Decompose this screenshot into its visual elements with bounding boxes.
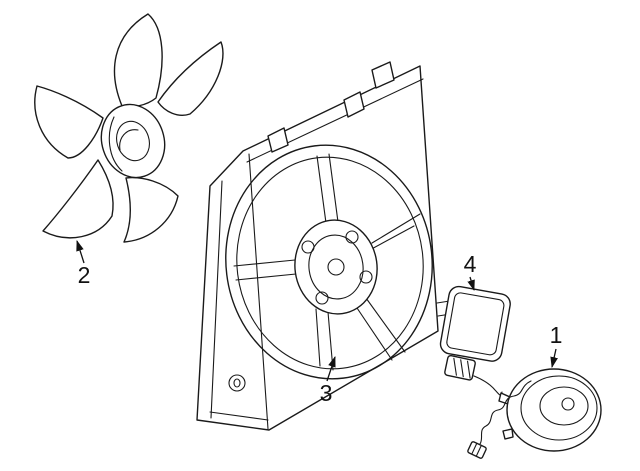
fan-shroud-drawing xyxy=(196,61,461,431)
callout-3-number: 3 xyxy=(320,380,333,406)
callout-1: 1 xyxy=(550,322,563,369)
callout-2-number: 2 xyxy=(78,262,91,288)
callout-1-number: 1 xyxy=(550,322,563,348)
callout-2: 2 xyxy=(76,239,91,288)
callout-4-number: 4 xyxy=(464,251,477,277)
fan-control-module-drawing xyxy=(439,285,511,396)
callout-1-arrow xyxy=(550,348,558,369)
fan-blade-drawing xyxy=(34,13,224,243)
fan-motor-drawing xyxy=(467,368,602,459)
callout-3-arrow xyxy=(326,355,336,382)
callout-4-arrow xyxy=(467,276,475,292)
callout-3: 3 xyxy=(320,355,336,406)
callout-2-arrow xyxy=(76,239,85,264)
callout-4: 4 xyxy=(464,251,477,292)
